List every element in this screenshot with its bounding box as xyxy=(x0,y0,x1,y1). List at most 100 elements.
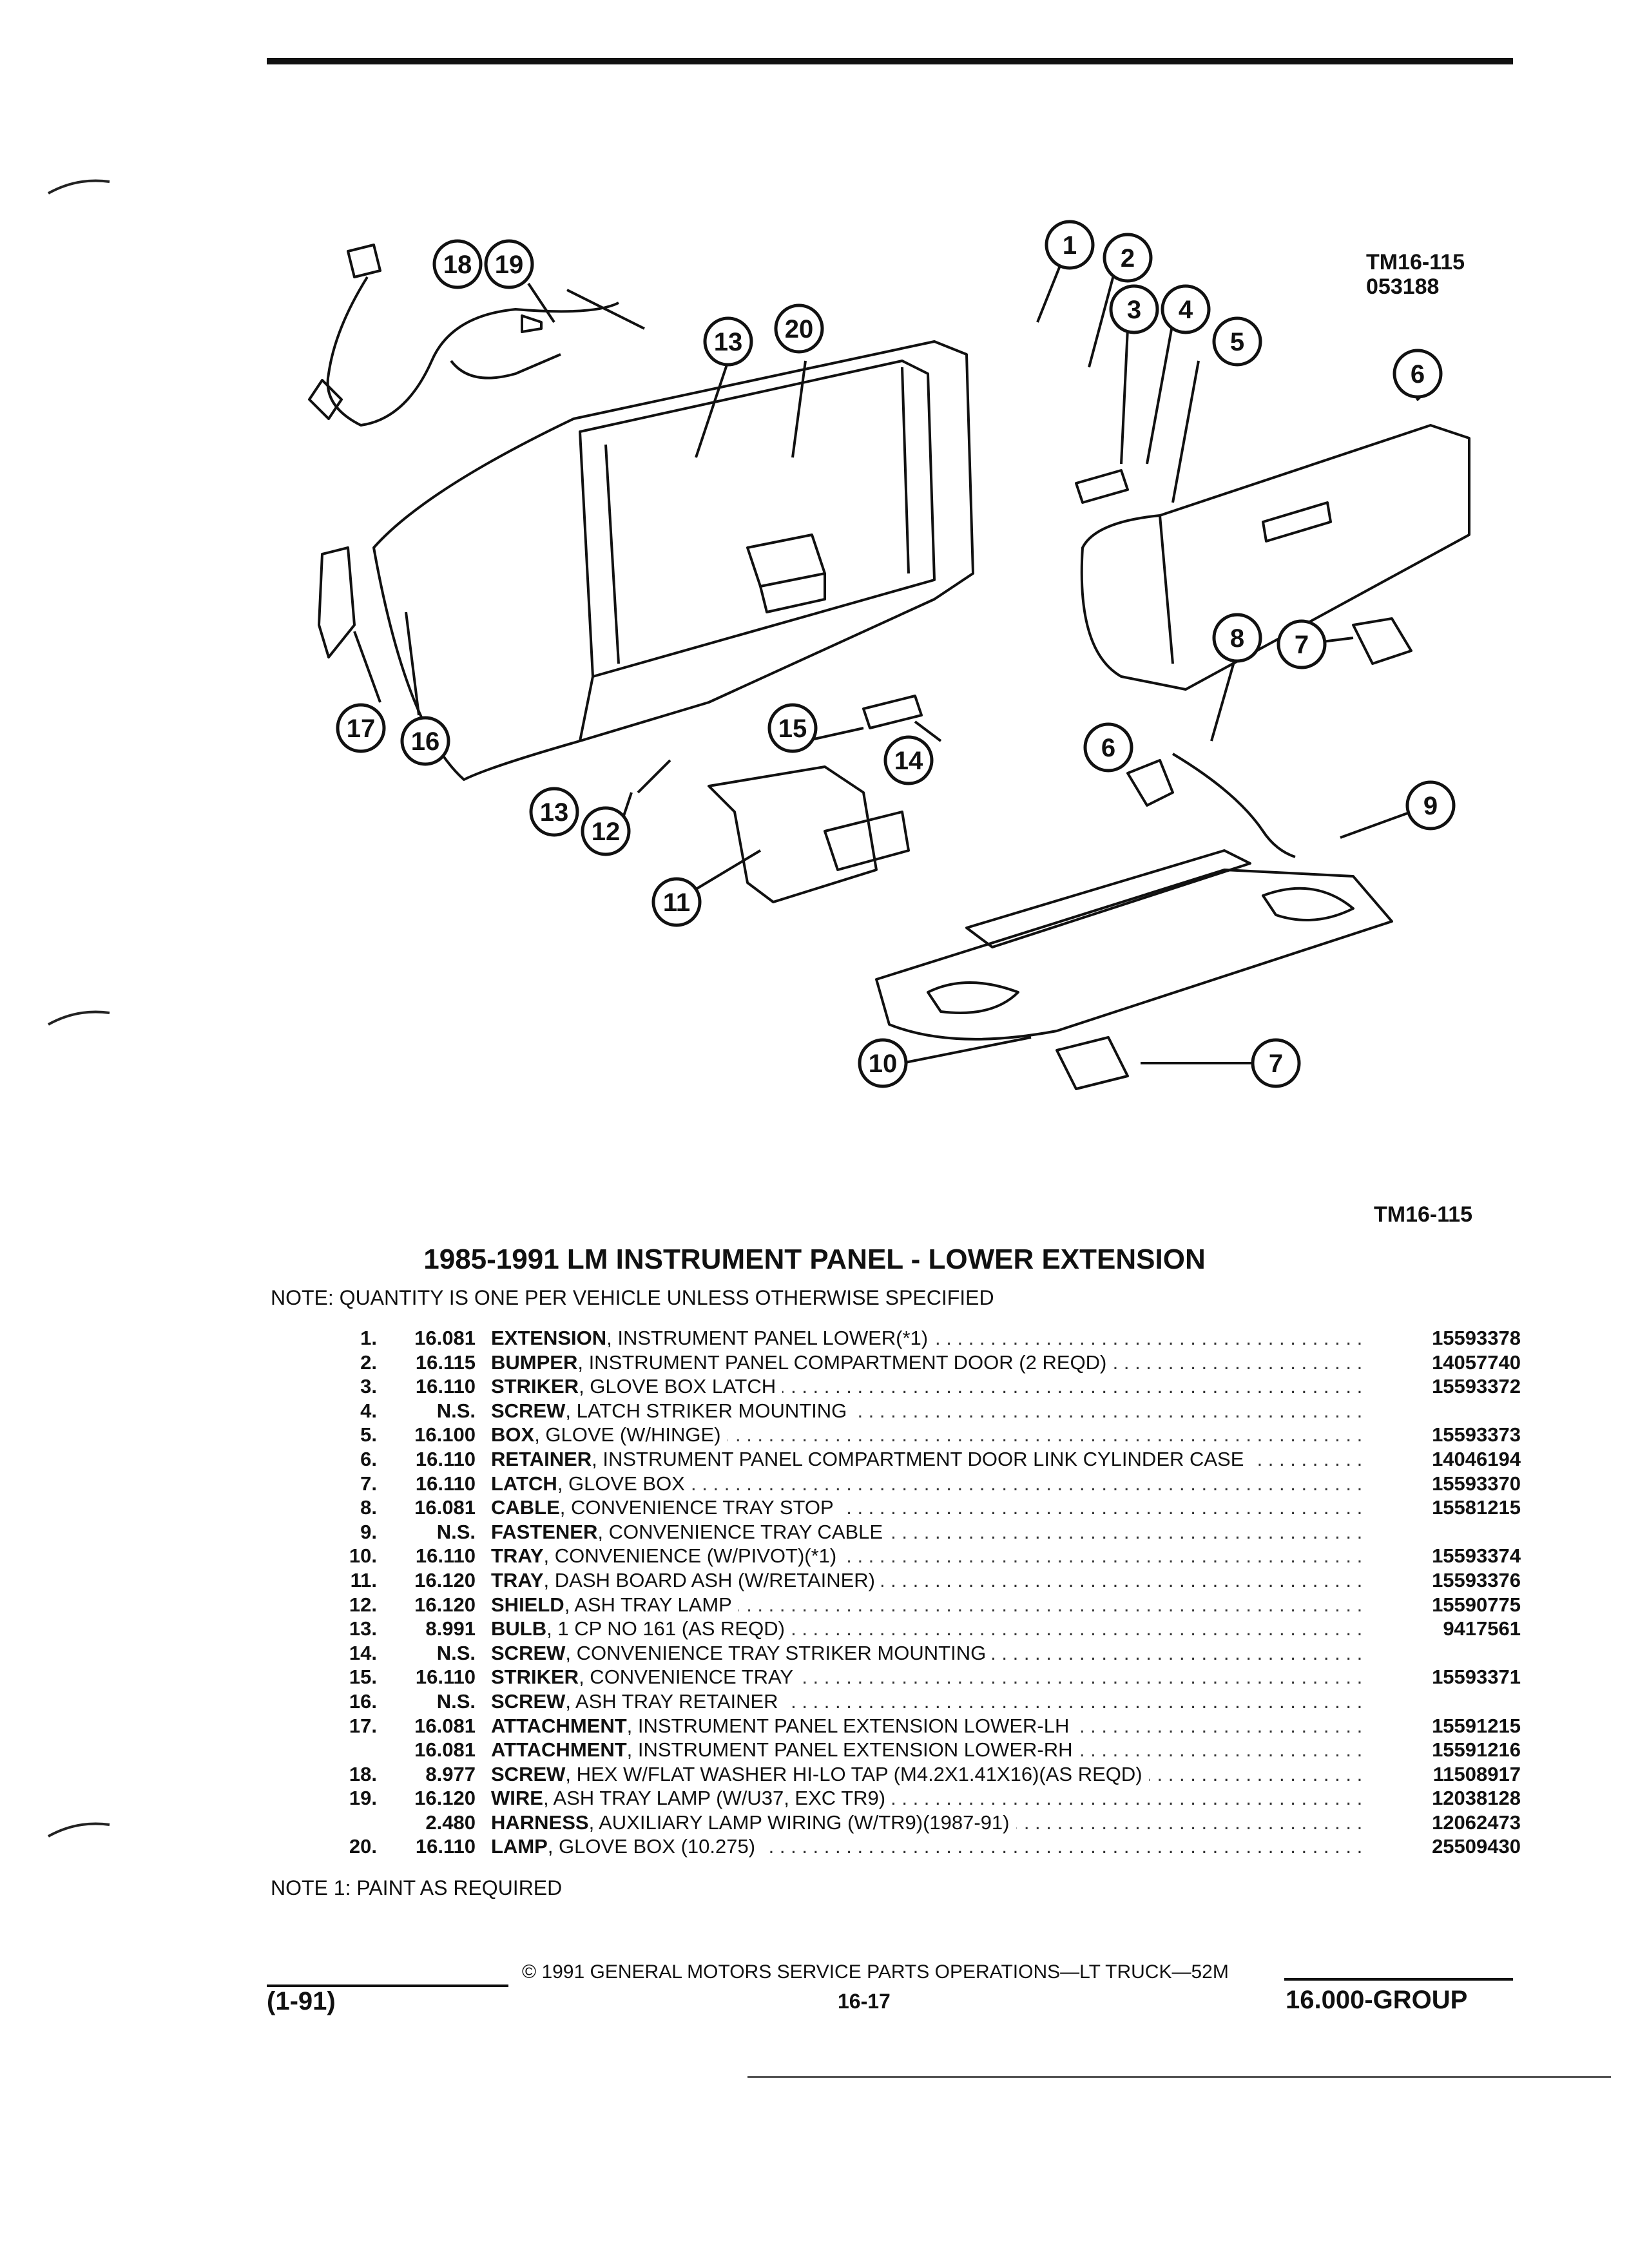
part-number-index: 4. xyxy=(360,1399,377,1422)
part-detail: , DASH BOARD ASH (W/RETAINER) xyxy=(543,1568,875,1591)
part-group-code: 16.110 xyxy=(415,1375,476,1398)
callout-6: 6 xyxy=(1393,349,1443,399)
part-description: BULB, 1 CP NO 161 (AS REQD) xyxy=(491,1617,791,1641)
part-row: 7.16.110 . . . . . . . . . . . . . . . .… xyxy=(322,1471,1521,1496)
part-number-index: 2. xyxy=(360,1350,377,1374)
part-number-index: 10. xyxy=(349,1544,377,1568)
part-row: 16.N.S. . . . . . . . . . . . . . . . . … xyxy=(322,1689,1521,1714)
part-number-index: 9. xyxy=(360,1520,377,1543)
callout-20: 20 xyxy=(774,303,824,354)
part-group-code: 2.480 xyxy=(425,1811,476,1834)
callout-3: 3 xyxy=(1109,284,1159,334)
part-catalog-number: 15593378 xyxy=(1432,1327,1521,1349)
callout-14: 14 xyxy=(883,735,934,785)
svg-text:2: 2 xyxy=(1121,244,1135,273)
part-description: TRAY, DASH BOARD ASH (W/RETAINER) xyxy=(491,1568,882,1593)
part-number-index: 14. xyxy=(349,1641,377,1664)
part-group-code: 16.100 xyxy=(414,1423,476,1446)
part-description: STRIKER, CONVENIENCE TRAY xyxy=(491,1665,800,1689)
part-catalog-number: 15593374 xyxy=(1432,1544,1521,1568)
part-group-code: 8.991 xyxy=(425,1617,476,1640)
part-number-index: 6. xyxy=(360,1447,377,1470)
part-description: SCREW, CONVENIENCE TRAY STRIKER MOUNTING xyxy=(491,1640,993,1666)
part-detail: , CONVENIENCE TRAY CABLE xyxy=(597,1520,883,1543)
part-detail: , CONVENIENCE TRAY STRIKER MOUNTING xyxy=(565,1641,987,1664)
part-group-code: N.S. xyxy=(436,1641,476,1664)
part-name: STRIKER xyxy=(491,1375,579,1398)
part-detail: , INSTRUMENT PANEL EXTENSION LOWER-RH xyxy=(626,1738,1073,1762)
svg-text:4: 4 xyxy=(1179,296,1193,324)
part-group-code: 16.081 xyxy=(414,1738,476,1762)
part-number-index: 11. xyxy=(350,1568,377,1591)
svg-text:16: 16 xyxy=(411,727,440,756)
parts-list: 1.16.081 . . . . . . . . . . . . . . . .… xyxy=(322,1326,1521,1860)
part-name: EXTENSION xyxy=(491,1327,607,1349)
part-group-code: 16.110 xyxy=(415,1835,476,1858)
part-catalog-number: 15593372 xyxy=(1432,1375,1521,1398)
part-catalog-number: 14046194 xyxy=(1432,1447,1521,1470)
callout-13b: 13 xyxy=(703,316,753,367)
part-catalog-number: 12062473 xyxy=(1432,1811,1521,1834)
callout-4: 4 xyxy=(1161,284,1211,334)
part-catalog-number: 15593373 xyxy=(1432,1423,1521,1446)
revision-date: (1-91) xyxy=(267,1987,336,2015)
part-row: 13.8.991 . . . . . . . . . . . . . . . .… xyxy=(322,1617,1521,1641)
part-row: 1.16.081 . . . . . . . . . . . . . . . .… xyxy=(322,1326,1521,1350)
part-catalog-number: 15591215 xyxy=(1432,1714,1521,1737)
part-number-index: 18. xyxy=(349,1762,377,1785)
svg-text:5: 5 xyxy=(1230,328,1244,356)
part-row: 11.16.120 . . . . . . . . . . . . . . . … xyxy=(322,1568,1521,1593)
svg-text:9: 9 xyxy=(1423,792,1438,820)
part-description: LAMP, GLOVE BOX (10.275) xyxy=(491,1834,762,1860)
part-name: WIRE xyxy=(491,1787,543,1810)
part-row: 2.480 . . . . . . . . . . . . . . . . . … xyxy=(322,1810,1521,1835)
part-detail: , CONVENIENCE TRAY STOP xyxy=(559,1496,834,1519)
part-number-index: 5. xyxy=(360,1423,377,1446)
part-description: ATTACHMENT, INSTRUMENT PANEL EXTENSION L… xyxy=(491,1738,1079,1762)
part-row: 9.N.S. . . . . . . . . . . . . . . . . .… xyxy=(322,1519,1521,1544)
part-number-index: 7. xyxy=(360,1472,377,1495)
part-number-index: 17. xyxy=(349,1714,377,1737)
part-detail: , GLOVE (W/HINGE) xyxy=(534,1423,721,1446)
callout-15: 15 xyxy=(767,703,818,753)
part-description: LATCH, GLOVE BOX xyxy=(491,1471,691,1496)
svg-text:6: 6 xyxy=(1101,734,1115,762)
part-name: TRAY xyxy=(491,1568,544,1591)
part-name: BUMPER xyxy=(491,1350,578,1374)
part-detail: , INSTRUMENT PANEL COMPARTMENT DOOR (2 R… xyxy=(577,1350,1107,1374)
svg-text:7: 7 xyxy=(1269,1050,1283,1078)
part-description: FASTENER, CONVENIENCE TRAY CABLE xyxy=(491,1519,890,1544)
scan-edge-line xyxy=(747,2076,1611,2078)
part-description: SHIELD, ASH TRAY LAMP xyxy=(491,1592,738,1617)
svg-text:17: 17 xyxy=(347,715,376,743)
callout-17: 17 xyxy=(336,703,386,753)
callout-7: 7 xyxy=(1277,619,1327,669)
part-detail: , INSTRUMENT PANEL EXTENSION LOWER-LH xyxy=(626,1714,1070,1737)
svg-text:18: 18 xyxy=(443,251,472,279)
callout-10: 10 xyxy=(858,1038,908,1088)
part-description: ATTACHMENT, INSTRUMENT PANEL EXTENSION L… xyxy=(491,1713,1076,1738)
part-row: 15.16.110 . . . . . . . . . . . . . . . … xyxy=(322,1665,1521,1689)
part-group-code: N.S. xyxy=(436,1399,476,1422)
part-name: SCREW xyxy=(491,1762,566,1785)
part-row: 19.16.120 . . . . . . . . . . . . . . . … xyxy=(322,1786,1521,1811)
part-group-code: 16.120 xyxy=(414,1593,476,1616)
part-name: LATCH xyxy=(491,1472,557,1495)
paint-note: NOTE 1: PAINT AS REQUIRED xyxy=(271,1876,563,1899)
part-detail: , CONVENIENCE (W/PIVOT)(*1) xyxy=(543,1544,837,1568)
part-description: BUMPER, INSTRUMENT PANEL COMPARTMENT DOO… xyxy=(491,1350,1113,1375)
part-name: FASTENER xyxy=(491,1520,598,1543)
part-detail: , HEX W/FLAT WASHER HI-LO TAP (M4.2X1.41… xyxy=(565,1762,1142,1785)
part-name: LAMP xyxy=(491,1835,548,1858)
part-number-index: 19. xyxy=(349,1787,377,1810)
part-row: 3.16.110 . . . . . . . . . . . . . . . .… xyxy=(322,1374,1521,1399)
callout-9: 9 xyxy=(1405,780,1456,831)
group-label: 16.000-GROUP xyxy=(1286,1986,1468,2014)
part-row: 14.N.S. . . . . . . . . . . . . . . . . … xyxy=(322,1640,1521,1666)
callout-12: 12 xyxy=(581,806,631,856)
part-name: TRAY xyxy=(491,1544,544,1568)
part-number-index: 3. xyxy=(360,1375,377,1398)
margin-mark xyxy=(48,179,110,195)
tm-number: TM16-115 xyxy=(1366,250,1465,274)
svg-text:7: 7 xyxy=(1295,631,1309,659)
